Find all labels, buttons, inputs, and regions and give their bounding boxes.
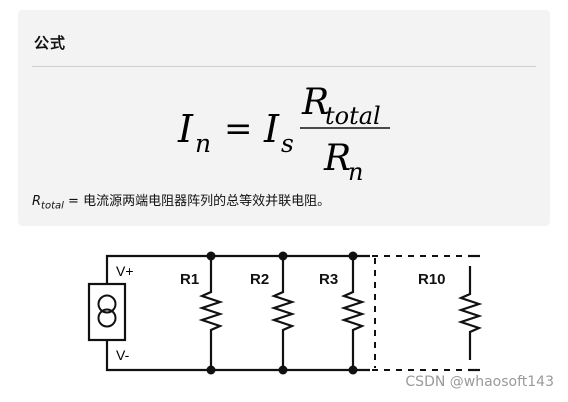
resistor-group: [198, 256, 483, 370]
numerator-symbol: R: [301, 84, 329, 123]
junction-dot: [206, 251, 216, 261]
rhs-symbol: I: [263, 107, 280, 151]
dashed-continuation: [372, 255, 468, 371]
rhs-subscript: s: [281, 129, 294, 158]
label-r1: R1: [180, 271, 199, 288]
resistor-r3: [340, 256, 366, 370]
current-source: [87, 282, 127, 342]
resistor-r1: [198, 256, 224, 370]
denominator-symbol: R: [323, 138, 351, 179]
note-variable-subscript: total: [41, 200, 64, 212]
junction-dot: [206, 365, 216, 375]
bottom-rail: [105, 318, 370, 372]
note-variable: R: [32, 194, 42, 209]
source-coil-top: [97, 294, 117, 314]
junction-dot: [348, 365, 358, 375]
numerator-subscript: total: [325, 102, 381, 130]
label-r2: R2: [250, 271, 269, 288]
equals-sign: =: [224, 109, 253, 149]
denominator-subscript: n: [348, 158, 363, 186]
formula: I n = I s R total R n: [177, 84, 390, 186]
watermark: CSDN @whaosoft143: [405, 374, 554, 390]
lhs-symbol: I: [177, 107, 194, 151]
divider: [32, 66, 536, 67]
label-r10: R10: [418, 271, 446, 288]
label-v-minus: V-: [116, 347, 130, 363]
lhs-subscript: n: [195, 129, 211, 158]
junction-dot: [278, 365, 288, 375]
formula-note: Rtotal = 电流源两端电阻器阵列的总等效并联电阻。: [32, 190, 330, 212]
junction-dot: [348, 251, 358, 261]
current-source-box: [87, 282, 127, 342]
label-v-plus: V+: [116, 263, 134, 279]
circuit-diagram: V+ V- R1 R2 R3 R10: [87, 251, 483, 375]
junction-dots: [206, 251, 358, 375]
label-r3: R3: [319, 271, 338, 288]
note-text: = 电流源两端电阻器阵列的总等效并联电阻。: [63, 194, 331, 209]
card-title: 公式: [34, 34, 67, 52]
resistor-r10: [457, 266, 483, 360]
formula-card: 公式 I n = I s R total R n Rtotal = 电流源两端电…: [18, 10, 550, 226]
resistor-r2: [270, 256, 296, 370]
source-coil-bottom: [97, 308, 117, 328]
junction-dot: [278, 251, 288, 261]
